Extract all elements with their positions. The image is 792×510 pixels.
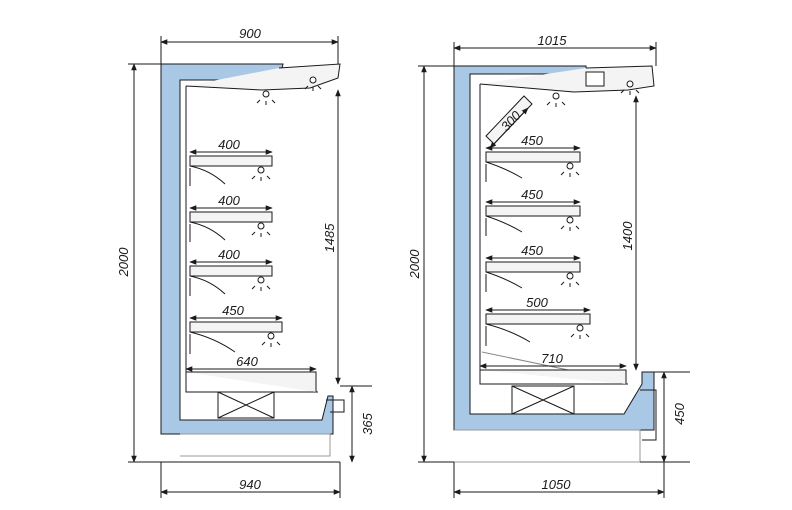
left-shelf-3-label: 400 <box>218 247 240 262</box>
right-shelf-4-label: 500 <box>526 295 548 310</box>
left-shelf-1-label: 400 <box>218 137 240 152</box>
right-canopy-light-icon <box>546 92 566 107</box>
left-shelf-2-label: 400 <box>218 193 240 208</box>
right-base-height-label: 450 <box>672 402 687 424</box>
right-shelf <box>485 261 581 292</box>
left-base-deck-label: 640 <box>236 354 258 369</box>
right-unit <box>418 42 690 498</box>
left-canopy-light-icon <box>304 76 322 91</box>
right-shelf <box>485 313 591 346</box>
right-fan-box <box>511 385 575 415</box>
right-unit-labels: 1015 2000 1400 450 1050 300 450 450 450 … <box>407 33 687 492</box>
left-top-width-label: 900 <box>239 26 261 41</box>
right-shelf <box>485 205 581 236</box>
right-interior-height-label: 1400 <box>620 221 635 251</box>
left-base-height-label: 365 <box>360 412 375 434</box>
left-height-label: 2000 <box>116 247 131 278</box>
right-inner-wall <box>479 84 628 385</box>
right-bottom-width-label: 1050 <box>542 477 572 492</box>
left-canopy <box>185 63 341 91</box>
left-shelf <box>189 155 273 186</box>
left-shelf <box>189 321 283 354</box>
left-shelf-4-label: 450 <box>222 303 244 318</box>
right-shelf-1-label: 450 <box>521 133 543 148</box>
left-unit <box>128 36 372 498</box>
right-shelf <box>485 151 581 182</box>
left-plinth <box>180 433 331 457</box>
left-canopy-light-icon <box>256 90 276 105</box>
right-shelf-2-label: 450 <box>521 187 543 202</box>
right-height-label: 2000 <box>407 249 422 280</box>
left-shelf <box>189 211 273 242</box>
left-interior-height-label: 1485 <box>322 223 337 253</box>
right-plinth <box>454 429 641 463</box>
right-base-deck <box>480 369 627 384</box>
left-fan-box <box>217 391 275 419</box>
left-inner-wall <box>185 86 318 393</box>
left-base-deck <box>186 371 317 392</box>
right-shelf-3-label: 450 <box>521 243 543 258</box>
right-canopy-light-icon <box>620 80 640 95</box>
left-shelf <box>189 265 273 296</box>
right-top-width-label: 1015 <box>538 33 568 48</box>
left-unit-labels: 900 2000 1485 365 940 400 400 400 450 64… <box>116 26 375 492</box>
left-bottom-width-label: 940 <box>239 477 261 492</box>
right-canopy <box>479 65 655 93</box>
right-base-deck-label: 710 <box>541 351 563 366</box>
